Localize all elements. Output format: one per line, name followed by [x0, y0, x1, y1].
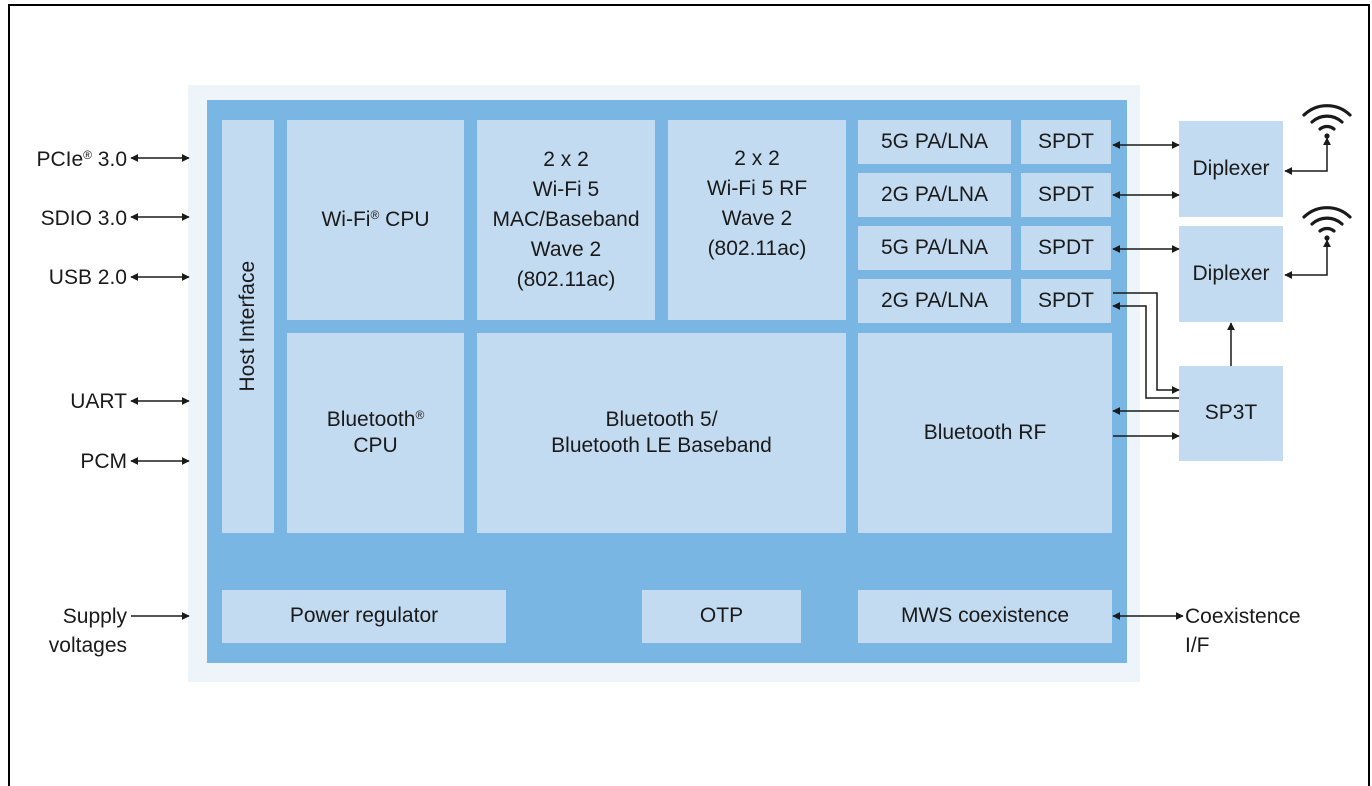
bluetooth-baseband-block: Bluetooth 5/ Bluetooth LE Baseband — [477, 333, 846, 533]
pcie-label: PCIe® 3.0 — [36, 148, 127, 171]
bluetooth-cpu-label: Bluetooth®CPU — [326, 407, 425, 457]
diplexer-block-2: Diplexer — [1179, 226, 1283, 322]
wifi-cpu-block: Wi-Fi® CPU — [287, 120, 464, 320]
spdt-block-3: SPDT — [1021, 226, 1111, 270]
mws-coexistence-block: MWS coexistence — [858, 590, 1112, 643]
spdt-block-2: SPDT — [1021, 173, 1111, 217]
uart-label: UART — [70, 390, 127, 413]
pa-lna-block-3: 5G PA/LNA — [858, 226, 1011, 270]
bluetooth-rf-label: Bluetooth RF — [923, 420, 1047, 444]
wifi-cpu-label: Wi-Fi® CPU — [321, 207, 430, 231]
power-regulator-block: Power regulator — [222, 590, 506, 643]
wifi-mac-baseband-block: 2 x 2 Wi-Fi 5 MAC/Baseband Wave 2 (802.1… — [477, 120, 655, 320]
diplexer-block-1: Diplexer — [1179, 121, 1283, 217]
pa-lna-block-1: 5G PA/LNA — [858, 120, 1011, 164]
pcm-label: PCM — [80, 450, 127, 473]
diagram-frame — [8, 4, 1370, 786]
sp3t-spdt4-arrow — [1112, 302, 1179, 399]
spdt4-sp3t-arrow — [1113, 292, 1180, 394]
supply-label-line1: Supply — [62, 605, 127, 628]
bluetooth-rf-block: Bluetooth RF — [858, 333, 1112, 533]
usb-label: USB 2.0 — [48, 266, 127, 289]
sp3t-block: SP3T — [1179, 366, 1283, 461]
bluetooth-cpu-block: Bluetooth®CPU — [287, 333, 464, 533]
diplexer2-antenna-arrow — [1284, 239, 1331, 279]
supply-label-line2: voltages — [48, 634, 127, 657]
pa-lna-block-4: 2G PA/LNA — [858, 279, 1011, 323]
coexistence-label-line2: I/F — [1185, 634, 1210, 657]
diplexer1-antenna-arrow — [1284, 137, 1331, 175]
bluetooth-baseband-label: Bluetooth 5/ Bluetooth LE Baseband — [551, 407, 772, 457]
pa-lna-block-2: 2G PA/LNA — [858, 173, 1011, 217]
wifi-antenna-icon — [1302, 104, 1352, 139]
wifi-mac-baseband-label: 2 x 2 Wi-Fi 5 MAC/Baseband Wave 2 (802.1… — [492, 148, 640, 291]
wifi-rf-block: 2 x 2 Wi-Fi 5 RF Wave 2 (802.11ac) — [668, 120, 846, 320]
otp-block: OTP — [642, 590, 801, 643]
wifi-antenna-icon — [1302, 206, 1352, 241]
spdt-block-4: SPDT — [1021, 279, 1111, 323]
host-interface-block: Host Interface — [222, 120, 274, 533]
wifi-rf-label: 2 x 2 Wi-Fi 5 RF Wave 2 (802.11ac) — [706, 147, 808, 260]
coexistence-label-line1: Coexistence — [1185, 605, 1301, 628]
sdio-label: SDIO 3.0 — [40, 207, 127, 230]
spdt-block-1: SPDT — [1021, 120, 1111, 164]
